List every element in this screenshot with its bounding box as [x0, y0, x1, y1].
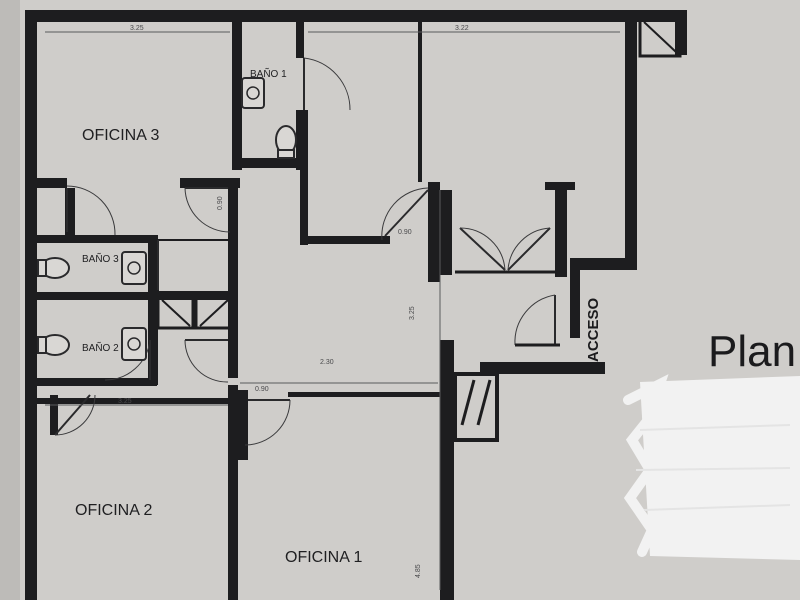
dim-oficina-2: 3.25	[118, 398, 132, 405]
plan-title-fragment: Plan	[708, 327, 796, 376]
storage-blocks	[156, 239, 233, 330]
dim-door-oficina-1: 0.90	[255, 386, 269, 393]
room-label-bano-1: BAÑO 1	[250, 67, 287, 80]
room-label-bano-2: BAÑO 2	[82, 341, 119, 354]
outer-walls	[25, 10, 687, 600]
dim-top-left: 3.25	[130, 25, 144, 32]
dim-door-oficina-3: 0.90	[217, 196, 224, 210]
doors	[54, 57, 560, 446]
dim-side: 4.85	[415, 564, 422, 578]
room-label-oficina-1: OFICINA 1	[285, 549, 362, 566]
room-label-bano-3: BAÑO 3	[82, 252, 119, 265]
dim-top-right: 3.22	[455, 25, 469, 32]
fixtures	[37, 77, 297, 361]
sink-icon-bano-3	[121, 251, 147, 285]
dim-door-main: 0.90	[398, 229, 412, 236]
shaft-top-right	[638, 16, 682, 58]
room-labels: OFICINA 3 OFICINA 2 OFICINA 1 BAÑO 1 BAÑ…	[75, 67, 602, 566]
room-label-acceso: ACCESO	[585, 297, 602, 362]
dim-corridor: 2.30	[320, 359, 334, 366]
sink-icon	[241, 77, 265, 109]
room-label-oficina-2: OFICINA 2	[75, 502, 152, 519]
redaction-scribble	[623, 374, 800, 560]
shaft-entrance	[453, 372, 499, 442]
sink-icon-bano-2	[121, 327, 147, 361]
room-label-oficina-3: OFICINA 3	[82, 127, 159, 144]
interior-walls	[37, 10, 575, 600]
dimension-lines	[45, 31, 620, 590]
dim-corridor-height: 3.25	[409, 306, 416, 320]
dimension-labels: 3.25 3.22 2.30 0.90 3.25 0.90 0.90 3.25 …	[118, 25, 469, 578]
paper-edge	[0, 0, 20, 600]
